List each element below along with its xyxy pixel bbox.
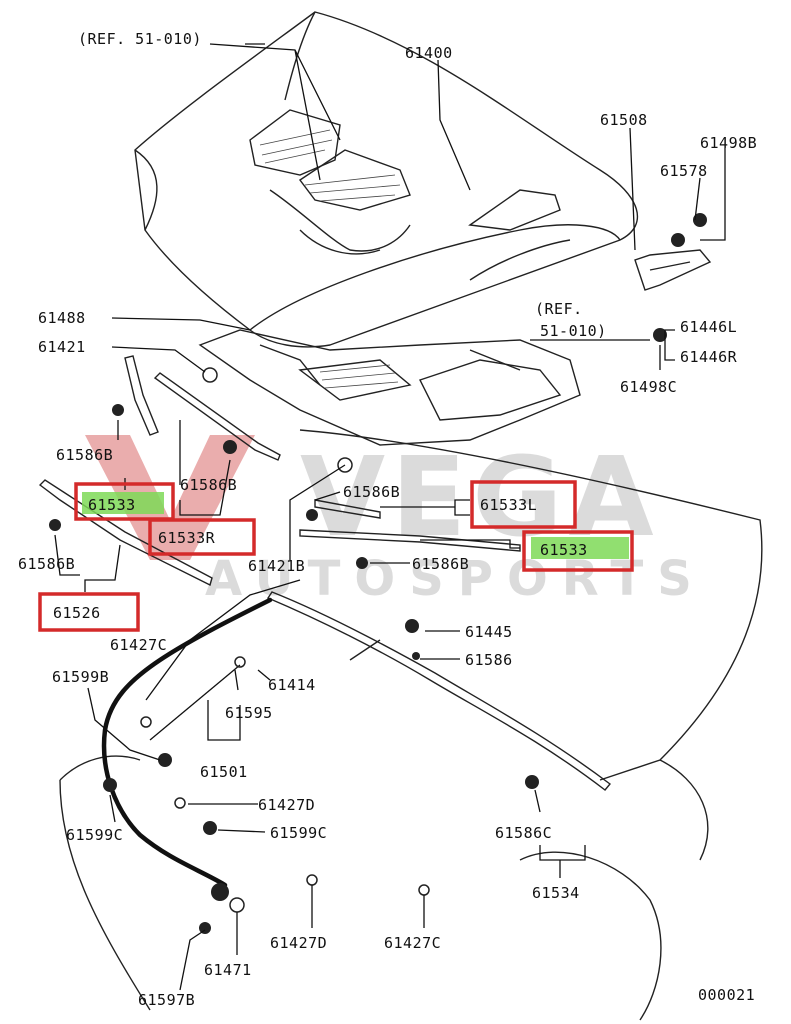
- label-61586c[interactable]: 61586C: [495, 824, 552, 842]
- label-61586b-d[interactable]: 61586B: [412, 555, 469, 573]
- highlights: [38, 480, 634, 632]
- label-61586b-e[interactable]: 61586B: [18, 555, 75, 573]
- label-61533-b[interactable]: 61533: [540, 541, 588, 559]
- label-61599c-a[interactable]: 61599C: [66, 826, 123, 844]
- label-61586b-c[interactable]: 61586B: [343, 483, 400, 501]
- highlight-box-61533-a[interactable]: [74, 482, 175, 521]
- label-61421[interactable]: 61421: [38, 338, 86, 356]
- label-61597b[interactable]: 61597B: [138, 991, 195, 1009]
- hood-frame: [198, 329, 581, 446]
- label-61471[interactable]: 61471: [204, 961, 252, 979]
- hood-panel: [134, 11, 639, 348]
- label-ref-mid-2: 51-010): [540, 322, 607, 340]
- label-61445[interactable]: 61445: [465, 623, 513, 641]
- label-61400[interactable]: 61400: [405, 44, 453, 62]
- label-61599c-b[interactable]: 61599C: [270, 824, 327, 842]
- label-61414[interactable]: 61414: [268, 676, 316, 694]
- highlight-box-61533l[interactable]: [470, 480, 577, 529]
- label-61533r[interactable]: 61533R: [158, 529, 216, 547]
- label-ref-top: (REF. 51-010): [78, 30, 202, 48]
- label-61508[interactable]: 61508: [600, 111, 648, 129]
- highlight-box-61533-b[interactable]: [522, 530, 634, 572]
- label-61586[interactable]: 61586: [465, 651, 513, 669]
- label-61533-a[interactable]: 61533: [88, 496, 136, 514]
- label-61534[interactable]: 61534: [532, 884, 580, 902]
- label-61498c[interactable]: 61498C: [620, 378, 677, 396]
- label-61599b[interactable]: 61599B: [52, 668, 109, 686]
- hood-hinge: [634, 213, 712, 342]
- label-61488[interactable]: 61488: [38, 309, 86, 327]
- label-61427c-a[interactable]: 61427C: [110, 636, 167, 654]
- highlight-fill-61533-a: [82, 492, 164, 514]
- label-61498b[interactable]: 61498B: [700, 134, 757, 152]
- label-61586b-b[interactable]: 61586B: [180, 476, 237, 494]
- label-61595[interactable]: 61595: [225, 704, 273, 722]
- label-61427d-a[interactable]: 61427D: [258, 796, 315, 814]
- clips: [49, 367, 539, 934]
- windscreen: [59, 429, 763, 1021]
- highlight-box-61526[interactable]: [38, 592, 140, 632]
- label-61427c-b[interactable]: 61427C: [384, 934, 441, 952]
- seals: [38, 355, 612, 791]
- label-61526[interactable]: 61526: [53, 604, 101, 622]
- label-61578[interactable]: 61578: [660, 162, 708, 180]
- part-labels: (REF. 51-010) 61400 61508 61498B 61578 (…: [18, 30, 757, 1009]
- diagram-code: 000021: [698, 986, 755, 1004]
- highlight-fill-61533-b: [531, 537, 629, 559]
- label-61446r[interactable]: 61446R: [680, 348, 738, 366]
- label-61421b[interactable]: 61421B: [248, 557, 305, 575]
- label-61427d-b[interactable]: 61427D: [270, 934, 327, 952]
- label-61501[interactable]: 61501: [200, 763, 248, 781]
- watermark-v-mark: [85, 435, 255, 560]
- label-61446l[interactable]: 61446L: [680, 318, 737, 336]
- label-ref-mid-1: (REF.: [535, 300, 583, 318]
- label-61586b-a[interactable]: 61586B: [56, 446, 113, 464]
- label-61533l[interactable]: 61533L: [480, 496, 537, 514]
- washer-hose: [101, 597, 273, 888]
- leader-lines: [54, 43, 726, 991]
- highlight-box-61533r[interactable]: [148, 518, 256, 556]
